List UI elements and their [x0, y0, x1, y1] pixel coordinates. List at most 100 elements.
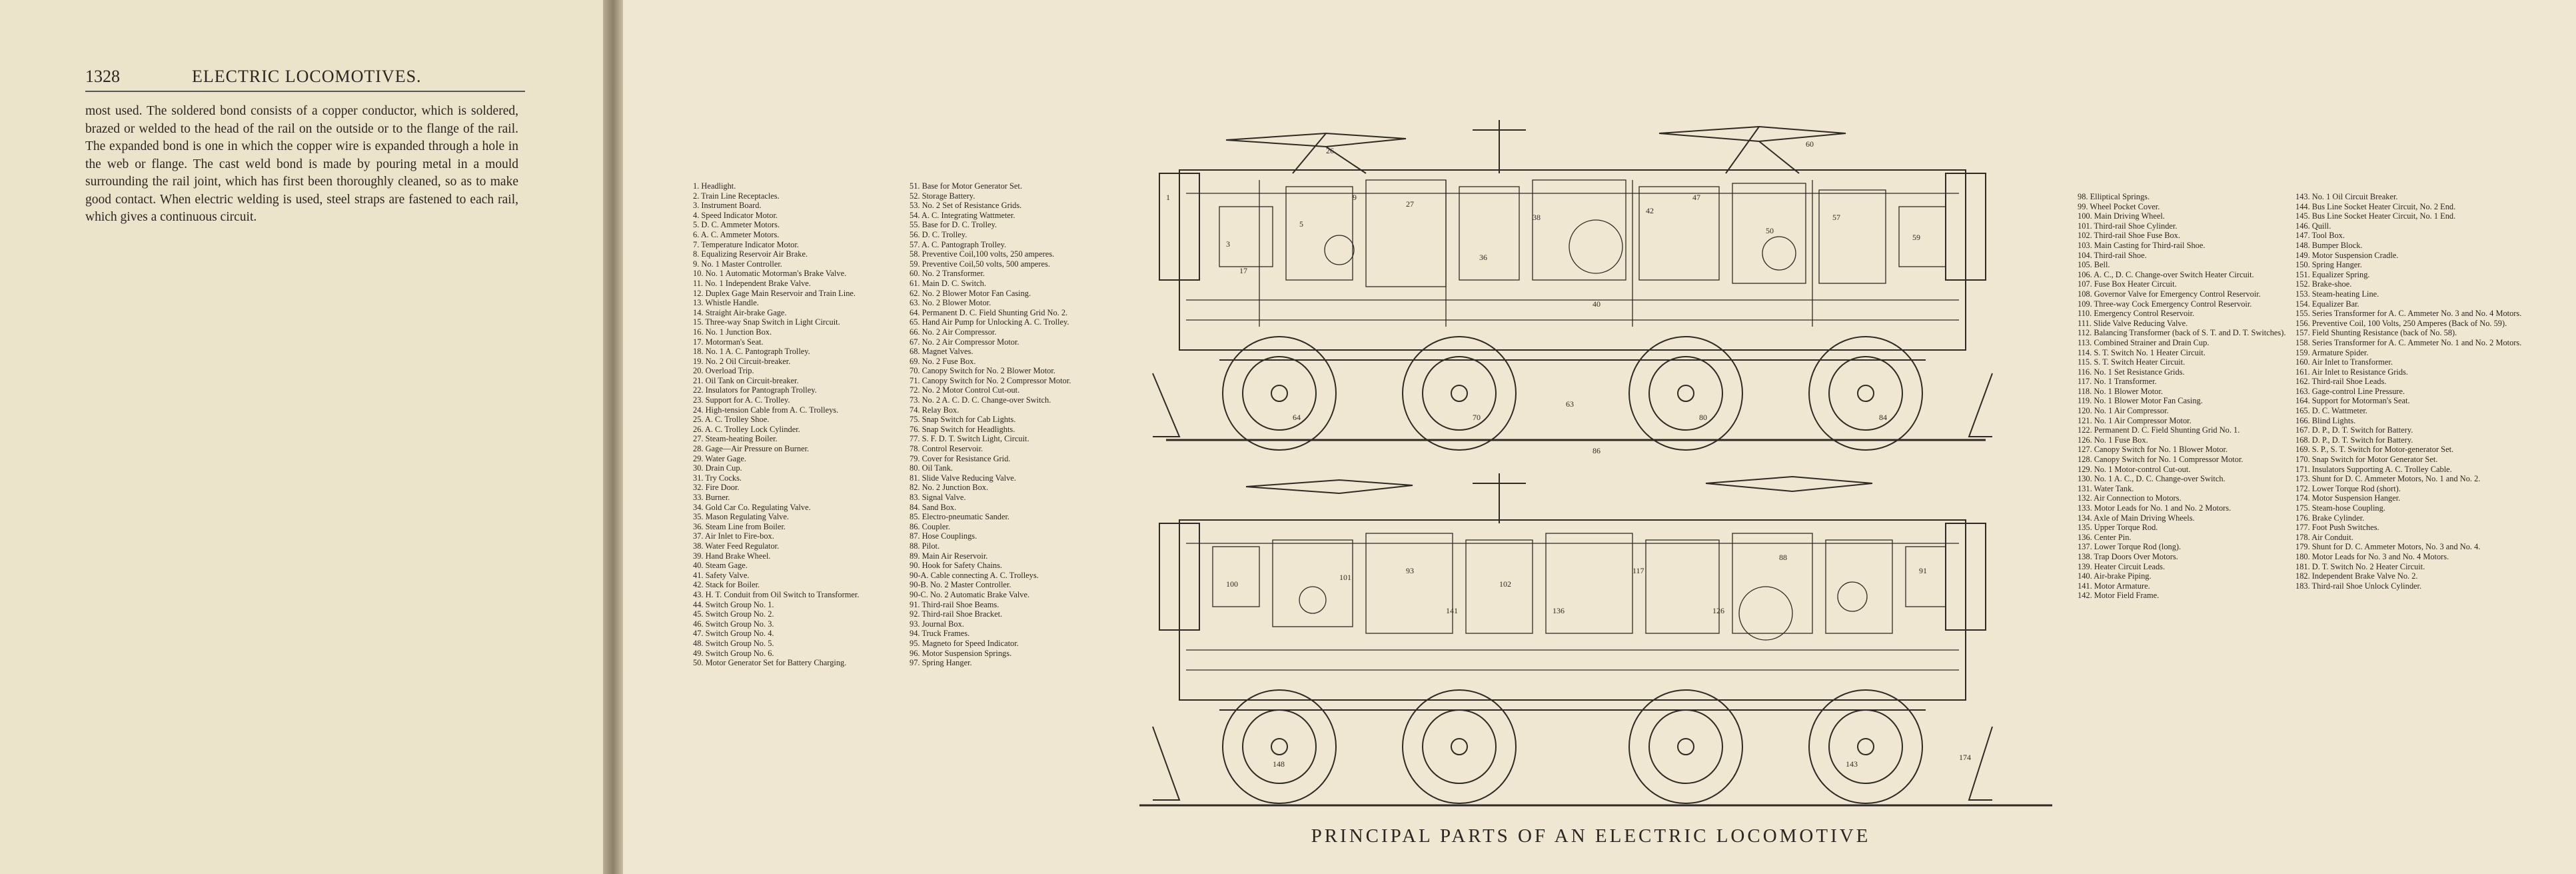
legend-item: 156. Preventive Coil, 100 Volts, 250 Amp… [2295, 318, 2507, 328]
legend-item: 33. Burner. [693, 493, 730, 502]
drawing-callout-label: 40 [1593, 299, 1601, 309]
legend-item: 99. Wheel Pocket Cover. [2078, 201, 2160, 211]
legend-column-4: 143. No. 1 Oil Circuit Breaker.144. Bus … [2295, 192, 2522, 591]
legend-item: 177. Foot Push Switches. [2295, 523, 2379, 533]
drawing-callout-label: 100 [1226, 579, 1238, 589]
legend-item: 82. No. 2 Junction Box. [910, 483, 989, 493]
legend-item: 162. Third-rail Shoe Leads. [2295, 377, 2387, 387]
legend-item: 172. Lower Torque Rod (short). [2295, 483, 2401, 493]
legend-item: 126. No. 1 Fuse Box. [2078, 435, 2148, 445]
legend-item: 178. Air Conduit. [2295, 532, 2353, 542]
legend-item: 35. Mason Regulating Valve. [693, 512, 789, 522]
legend-item: 109. Three-way Cock Emergency Control Re… [2078, 299, 2252, 309]
legend-item: 85. Electro-pneumatic Sander. [910, 512, 1010, 522]
drawing-callout-label: 63 [1566, 399, 1574, 409]
legend-item: 65. Hand Air Pump for Unlocking A. C. Tr… [910, 317, 1069, 327]
legend-item: 160. Air Inlet to Transformer. [2295, 357, 2393, 367]
legend-item: 108. Governor Valve for Emergency Contro… [2078, 289, 2261, 299]
legend-item: 98. Elliptical Springs. [2078, 192, 2150, 201]
legend-item: 132. Air Connection to Motors. [2078, 493, 2182, 503]
legend-item: 64. Permanent D. C. Field Shunting Grid … [910, 307, 1068, 317]
legend-item: 135. Upper Torque Rod. [2078, 523, 2158, 533]
drawing-callout-label: 86 [1593, 446, 1601, 455]
lower-pantographs [1245, 473, 1873, 523]
legend-item: 93. Journal Box. [910, 619, 964, 629]
legend-item: 26. A. C. Trolley Lock Cylinder. [693, 424, 800, 434]
legend-item: 76. Snap Switch for Headlights. [910, 424, 1015, 434]
legend-item: 121. No. 1 Air Compressor Motor. [2078, 415, 2192, 425]
upper-wheels [1152, 336, 1993, 451]
drawing-callout-label: 117 [1632, 566, 1644, 575]
drawing-callout-label: 38 [1533, 213, 1541, 222]
lower-cab-body [1179, 519, 1966, 701]
legend-item: 163. Gage-control Line Pressure. [2295, 386, 2405, 396]
legend-item: 68. Magnet Valves. [910, 347, 973, 357]
legend-item: 60. No. 2 Transformer. [910, 269, 985, 279]
legend-item: 130. No. 1 A. C., D. C. Change-over Swit… [2078, 474, 2226, 484]
legend-item: 119. No. 1 Blower Motor Fan Casing. [2078, 396, 2203, 406]
legend-item: 140. Air-brake Piping. [2078, 571, 2152, 581]
legend-item: 145. Bus Line Socket Heater Circuit, No.… [2295, 211, 2456, 221]
legend-item: 95. Magneto for Speed Indicator. [910, 638, 1019, 648]
legend-item: 44. Switch Group No. 1. [693, 599, 774, 609]
legend-item: 15. Three-way Snap Switch in Light Circu… [693, 317, 840, 327]
left-page: 1328 ELECTRIC LOCOMOTIVES. most used. Th… [0, 0, 603, 874]
legend-item: 11. No. 1 Independent Brake Valve. [693, 278, 811, 288]
legend-item: 34. Gold Car Co. Regulating Valve. [693, 502, 811, 512]
legend-item: 74. Relay Box. [910, 405, 960, 415]
legend-item: 8. Equalizing Reservoir Air Brake. [693, 249, 808, 259]
drawing-callout-label: 3 [1226, 239, 1230, 249]
legend-item: 111. Slide Valve Reducing Valve. [2078, 318, 2188, 328]
legend-item: 180. Motor Leads for No. 3 and No. 4 Mot… [2295, 551, 2449, 561]
legend-item: 79. Cover for Resistance Grid. [910, 453, 1011, 463]
running-title: ELECTRIC LOCOMOTIVES. [192, 67, 422, 86]
drawing-callout-label: 60 [1806, 139, 1814, 149]
legend-item: 179. Shunt for D. C. Ammeter Motors, No.… [2295, 542, 2481, 552]
legend-item: 51. Base for Motor Generator Set. [910, 181, 1022, 191]
legend-item: 61. Main D. C. Switch. [910, 278, 986, 288]
legend-item: 139. Heater Circuit Leads. [2078, 561, 2166, 571]
legend-item: 143. No. 1 Oil Circuit Breaker. [2295, 192, 2398, 201]
drawing-callout-label: 42 [1646, 206, 1654, 215]
legend-item: 78. Control Reservoir. [910, 444, 983, 454]
legend-item: 86. Coupler. [910, 521, 950, 531]
legend-item: 165. D. C. Wattmeter. [2295, 406, 2367, 416]
legend-item: 53. No. 2 Set of Resistance Grids. [910, 201, 1022, 211]
legend-item: 18. No. 1 A. C. Pantograph Trolley. [693, 347, 810, 357]
legend-item: 3. Instrument Board. [693, 201, 762, 211]
legend-item: 112. Balancing Transformer (back of S. T… [2078, 328, 2286, 338]
legend-item: 4. Speed Indicator Motor. [693, 210, 778, 220]
legend-item: 164. Support for Motorman's Seat. [2295, 396, 2410, 406]
legend-item: 101. Third-rail Shoe Cylinder. [2078, 221, 2178, 231]
legend-item: 54. A. C. Integrating Wattmeter. [910, 210, 1015, 220]
legend-item: 24. High-tension Cable from A. C. Trolle… [693, 405, 839, 415]
legend-item: 155. Series Transformer for A. C. Ammete… [2295, 309, 2522, 319]
legend-item: 144. Bus Line Socket Heater Circuit, No.… [2295, 201, 2456, 211]
book-gutter [603, 0, 623, 874]
legend-item: 103. Main Casting for Third-rail Shoe. [2078, 240, 2206, 250]
legend-item: 46. Switch Group No. 3. [693, 619, 774, 629]
legend-item: 62. No. 2 Blower Motor Fan Casing. [910, 288, 1031, 298]
legend-item: 1. Headlight. [693, 181, 736, 191]
legend-item: 173. Shunt for D. C. Ammeter Motors, No.… [2295, 474, 2481, 484]
legend-item: 40. Steam Gage. [693, 561, 748, 571]
legend-item: 47. Switch Group No. 4. [693, 629, 774, 639]
legend-item: 142. Motor Field Frame. [2078, 591, 2160, 601]
drawing-callout-label: 64 [1293, 413, 1301, 422]
legend-item: 117. No. 1 Transformer. [2078, 377, 2157, 387]
legend-item: 28. Gage—Air Pressure on Burner. [693, 444, 810, 454]
drawing-callout-label: 136 [1553, 606, 1565, 615]
drawing-callout-label: 26 [1326, 146, 1334, 155]
legend-item: 100. Main Driving Wheel. [2078, 211, 2165, 221]
drawing-callout-label: 93 [1406, 566, 1414, 575]
legend-item: 27. Steam-heating Boiler. [693, 434, 778, 444]
drawing-callout-label: 17 [1239, 266, 1247, 275]
legend-item: 147. Tool Box. [2295, 231, 2345, 241]
plate-page [623, 0, 2576, 874]
legend-item: 22. Insulators for Pantograph Trolley. [693, 385, 817, 395]
drawing-callout-label: 148 [1273, 759, 1285, 769]
header-rule [85, 91, 525, 92]
legend-item: 167. D. P., D. T. Switch for Battery. [2295, 425, 2413, 435]
legend-item: 48. Switch Group No. 5. [693, 638, 774, 648]
